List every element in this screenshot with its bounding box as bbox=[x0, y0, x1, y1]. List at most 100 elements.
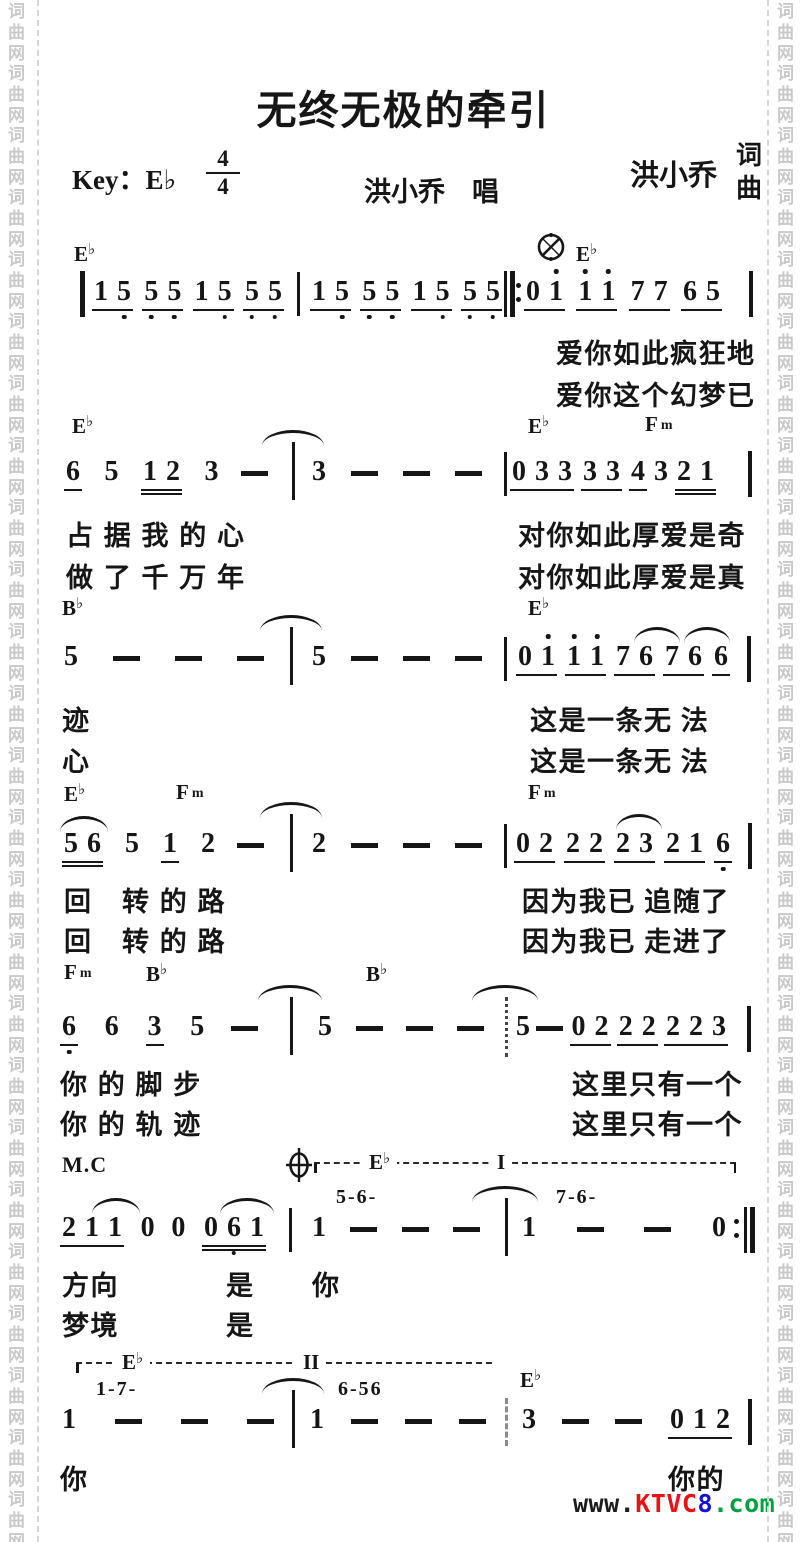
author-name: 洪小乔 bbox=[630, 160, 718, 192]
note: 2 bbox=[62, 1212, 76, 1243]
watermark-char: 网 bbox=[8, 1408, 25, 1427]
note: 2 bbox=[166, 456, 180, 487]
note: 2 bbox=[689, 1011, 703, 1042]
watermark-char: 网 bbox=[777, 230, 794, 249]
note: 1 bbox=[312, 1212, 326, 1243]
watermark-char: 词 bbox=[8, 746, 25, 765]
watermark-char: 网 bbox=[777, 788, 794, 807]
barline bbox=[504, 637, 507, 681]
rest-note: 0 bbox=[140, 1212, 155, 1243]
lyric-run: 你 bbox=[60, 1465, 89, 1495]
volta-number-label: I bbox=[490, 1150, 513, 1176]
barline bbox=[289, 1208, 292, 1252]
watermark-char: 网 bbox=[777, 44, 794, 63]
watermark-char: 曲 bbox=[777, 829, 794, 848]
watermark-char: 曲 bbox=[8, 1201, 25, 1220]
held-note-dash bbox=[351, 471, 378, 476]
watermark-char: 曲 bbox=[777, 1201, 794, 1220]
barline bbox=[747, 1006, 751, 1052]
note: 7 bbox=[616, 641, 630, 672]
held-note-dash bbox=[562, 1419, 589, 1424]
watermark-char: 网 bbox=[777, 974, 794, 993]
watermark-char: 曲 bbox=[8, 1077, 25, 1096]
watermark-char: 网 bbox=[777, 912, 794, 931]
watermark-char: 曲 bbox=[777, 1449, 794, 1468]
chord-label: E♭ bbox=[115, 1350, 151, 1376]
note: 1 bbox=[689, 828, 703, 859]
watermark-char: 网 bbox=[8, 106, 25, 125]
watermark-char: 词 bbox=[8, 312, 25, 331]
watermark-char: 网 bbox=[8, 168, 25, 187]
chord-label: B♭ bbox=[146, 962, 168, 986]
watermark-char: 词 bbox=[777, 622, 794, 641]
watermark-char: 词 bbox=[8, 1428, 25, 1447]
watermark-char: 词 bbox=[8, 64, 25, 83]
note: 1 bbox=[194, 276, 209, 307]
held-note-dash bbox=[401, 1227, 429, 1232]
note: 6 bbox=[714, 641, 728, 672]
watermark-char: 网 bbox=[8, 1470, 25, 1489]
note: 5 bbox=[435, 276, 450, 307]
site-url-segment: .com bbox=[713, 1489, 776, 1518]
lyricist-composer-credit: 词 曲 bbox=[736, 140, 762, 205]
note: 6 bbox=[639, 641, 653, 672]
note: 3 bbox=[522, 1404, 536, 1435]
lyric-run: 这是一条无 法 bbox=[530, 706, 710, 736]
lyric-run: 这里只有一个 bbox=[572, 1070, 743, 1100]
notes-run: 5 bbox=[312, 643, 482, 671]
segno-icon bbox=[534, 230, 568, 269]
notes-run: 5 bbox=[64, 643, 264, 671]
note-beam-group: 3 bbox=[145, 1013, 164, 1046]
held-note-dash bbox=[456, 1026, 484, 1031]
held-note-dash bbox=[351, 1419, 378, 1424]
barline bbox=[80, 271, 85, 317]
watermark-char: 词 bbox=[8, 808, 25, 827]
note: 2 bbox=[594, 1011, 609, 1042]
watermark-char: 曲 bbox=[8, 457, 25, 476]
held-note-dash bbox=[536, 1026, 564, 1031]
held-note-dash bbox=[247, 1419, 274, 1424]
harmony-fill-annotation: 6-56 bbox=[338, 1378, 383, 1400]
note: 3 bbox=[558, 456, 572, 487]
watermark-char: 网 bbox=[8, 230, 25, 249]
note: 3 bbox=[535, 456, 549, 487]
watermark-char: 曲 bbox=[8, 1263, 25, 1282]
rest-note: 0 bbox=[571, 1011, 586, 1042]
held-note-dash bbox=[355, 1026, 383, 1031]
repeat-dot bbox=[734, 1219, 739, 1224]
note: 3 bbox=[606, 456, 620, 487]
held-note-dash bbox=[455, 656, 482, 661]
rest-note: 0 bbox=[512, 456, 526, 487]
watermark-char: 网 bbox=[8, 912, 25, 931]
song-title: 无终无极的牵引 bbox=[256, 88, 551, 133]
chord-label: E♭ bbox=[362, 1150, 398, 1176]
watermark-char: 网 bbox=[777, 1222, 794, 1241]
watermark-char: 词 bbox=[777, 498, 794, 517]
watermark-char: 曲 bbox=[777, 1387, 794, 1406]
lyric-run: 你 的 轨 迹 bbox=[60, 1110, 203, 1140]
note: 6 bbox=[87, 828, 101, 859]
watermark-char: 曲 bbox=[777, 953, 794, 972]
note: 5 bbox=[217, 276, 232, 307]
watermark-char: 词 bbox=[8, 994, 25, 1013]
watermark-char: 网 bbox=[777, 540, 794, 559]
watermark-char: 词 bbox=[777, 436, 794, 455]
watermark-char: 词 bbox=[777, 2, 794, 21]
note: 5 bbox=[104, 456, 119, 487]
watermark-char: 曲 bbox=[777, 395, 794, 414]
note: 1 bbox=[590, 641, 604, 672]
note: 1 bbox=[143, 456, 157, 487]
note: 2 bbox=[201, 828, 215, 859]
